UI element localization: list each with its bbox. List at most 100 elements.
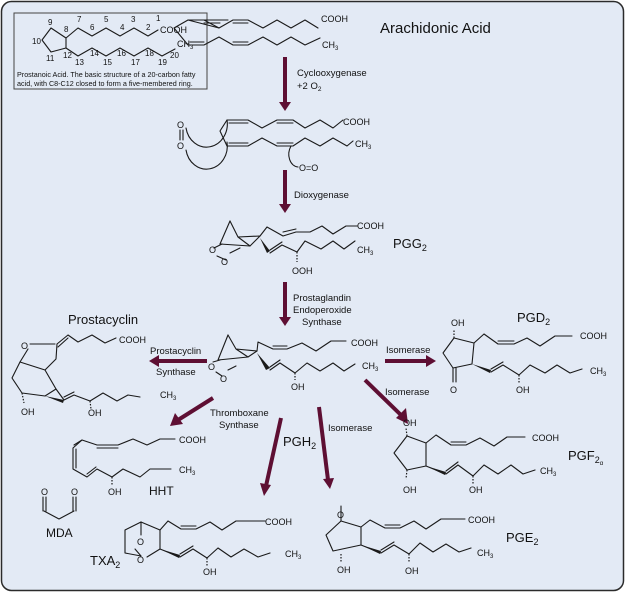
svg-text:6: 6	[90, 23, 95, 32]
svg-text:O: O	[337, 510, 344, 520]
svg-text:O: O	[137, 537, 144, 547]
svg-text:O: O	[177, 141, 184, 151]
svg-text:2: 2	[146, 23, 151, 32]
dioxygen-intermediate-structure: O O COOH CH3 O=O	[177, 117, 372, 173]
svg-text:O: O	[450, 385, 457, 395]
svg-text:3: 3	[131, 15, 136, 24]
pgg2-structure: O O COOH CH3 OOH	[209, 220, 384, 276]
svg-text:16: 16	[117, 49, 126, 58]
mda-structure: O O	[41, 487, 78, 520]
svg-text:10: 10	[32, 37, 41, 46]
svg-text:18: 18	[145, 49, 154, 58]
pgh2-label: PGH2	[283, 434, 316, 451]
svg-text:OH: OH	[403, 418, 417, 428]
svg-text:9: 9	[48, 18, 53, 27]
pge2-label: PGE2	[506, 530, 538, 547]
aa-ch3-label: CH3	[322, 40, 339, 52]
isomerase-pge2-label: Isomerase	[328, 423, 372, 434]
svg-text:OH: OH	[291, 382, 305, 392]
svg-text:COOH: COOH	[343, 117, 370, 127]
svg-text:O: O	[209, 245, 216, 255]
thromboxane-synthase-label-1: Thromboxane	[210, 408, 269, 419]
pgf2a-label: PGF2α	[568, 448, 604, 467]
isomerase-pgf2a-label: Isomerase	[385, 387, 429, 398]
cyclooxygenase-arrowhead	[279, 102, 291, 111]
hht-arrow	[176, 396, 215, 422]
pge2-structure: O COOH CH3 OH OH	[325, 505, 495, 576]
svg-text:O: O	[177, 120, 184, 130]
svg-text:COOH: COOH	[580, 331, 607, 341]
hht-structure: COOH CH3 OH	[72, 435, 206, 497]
svg-text:OH: OH	[451, 318, 465, 328]
pgf2a-structure: OH OH OH COOH CH3	[393, 418, 559, 495]
svg-text:CH3: CH3	[357, 245, 374, 257]
prostacyclin-synthase-label-1: Prostacyclin	[150, 346, 201, 357]
svg-text:O: O	[21, 341, 28, 351]
svg-text:OH: OH	[337, 565, 351, 575]
dioxygenase-arrowhead	[279, 204, 291, 213]
isomerase-pge2-arrow	[317, 406, 330, 481]
svg-text:OH: OH	[516, 385, 530, 395]
svg-text:OOH: OOH	[292, 266, 313, 276]
svg-text:COOH: COOH	[351, 338, 378, 348]
aa-cooh-label: COOH	[321, 14, 348, 24]
svg-text:15: 15	[103, 58, 112, 67]
svg-text:OH: OH	[21, 407, 35, 417]
svg-text:12: 12	[63, 51, 72, 60]
inset-ch3-label: CH3	[177, 39, 194, 51]
pgg2-label: PGG2	[393, 236, 427, 253]
isomerase-pgd2-arrowhead	[426, 355, 436, 367]
svg-text:COOH: COOH	[532, 433, 559, 443]
svg-text:7: 7	[77, 15, 82, 24]
svg-text:O: O	[41, 487, 48, 497]
pges-label-1: Prostaglandin	[293, 293, 351, 304]
svg-text:OH: OH	[108, 487, 122, 497]
thromboxane-synthase-label-2: Synthase	[219, 420, 259, 431]
svg-text:COOH: COOH	[179, 435, 206, 445]
svg-text:O: O	[71, 487, 78, 497]
hht-arrowhead	[170, 413, 183, 426]
svg-text:O: O	[208, 362, 215, 372]
svg-text:CH3: CH3	[160, 390, 177, 402]
svg-text:CH3: CH3	[540, 466, 557, 478]
inset-caption-line1: Prostanoic Acid. The basic structure of …	[17, 70, 196, 79]
svg-text:CH3: CH3	[179, 465, 196, 477]
inset-cooh-label: COOH	[160, 25, 187, 35]
svg-text:COOH: COOH	[357, 221, 384, 231]
prostanoic-acid-inset: COOH CH3 1 2 3 4 5 6 7 8 9 10 11 12 13 1…	[13, 12, 208, 90]
pges-label-3: Synthase	[302, 317, 342, 328]
prostacyclin-label: Prostacyclin	[68, 312, 138, 327]
svg-text:CH3: CH3	[362, 361, 379, 373]
svg-text:11: 11	[46, 54, 55, 63]
svg-text:OH: OH	[403, 485, 417, 495]
svg-text:O: O	[221, 257, 228, 267]
svg-text:20: 20	[170, 51, 179, 60]
svg-text:OH: OH	[405, 566, 419, 576]
dioxygenase-label: Dioxygenase	[294, 190, 349, 201]
svg-text:4: 4	[120, 23, 125, 32]
prostacyclin-structure: O COOH CH3 OH OH	[11, 334, 177, 418]
pges-label-2: Endoperoxide	[293, 305, 352, 316]
svg-text:COOH: COOH	[468, 515, 495, 525]
svg-text:O=O: O=O	[299, 163, 318, 173]
svg-text:14: 14	[90, 49, 99, 58]
mda-label: MDA	[46, 526, 73, 540]
svg-text:17: 17	[131, 58, 140, 67]
svg-text:5: 5	[104, 15, 109, 24]
arachidonic-acid-structure: COOH CH3	[173, 14, 348, 52]
isomerase-pgf2a-arrowhead	[396, 408, 408, 424]
svg-text:O: O	[137, 555, 144, 565]
svg-text:CH3: CH3	[355, 139, 372, 151]
svg-text:CH3: CH3	[285, 549, 302, 561]
pgh2-structure: O O COOH CH3 OH	[208, 334, 379, 392]
arachidonic-acid-label: Arachidonic Acid	[380, 20, 491, 37]
svg-text:8: 8	[64, 25, 69, 34]
isomerase-pgd2-label: Isomerase	[386, 345, 430, 356]
svg-text:19: 19	[158, 58, 167, 67]
txa2-arrowhead	[260, 483, 271, 496]
svg-text:13: 13	[75, 58, 84, 67]
inset-carbon-numbers: 1 2 3 4 5 6 7 8 9 10 11 12 13 14 15 16 1…	[32, 14, 179, 67]
prostacyclin-synthase-label-2: Synthase	[156, 367, 196, 378]
